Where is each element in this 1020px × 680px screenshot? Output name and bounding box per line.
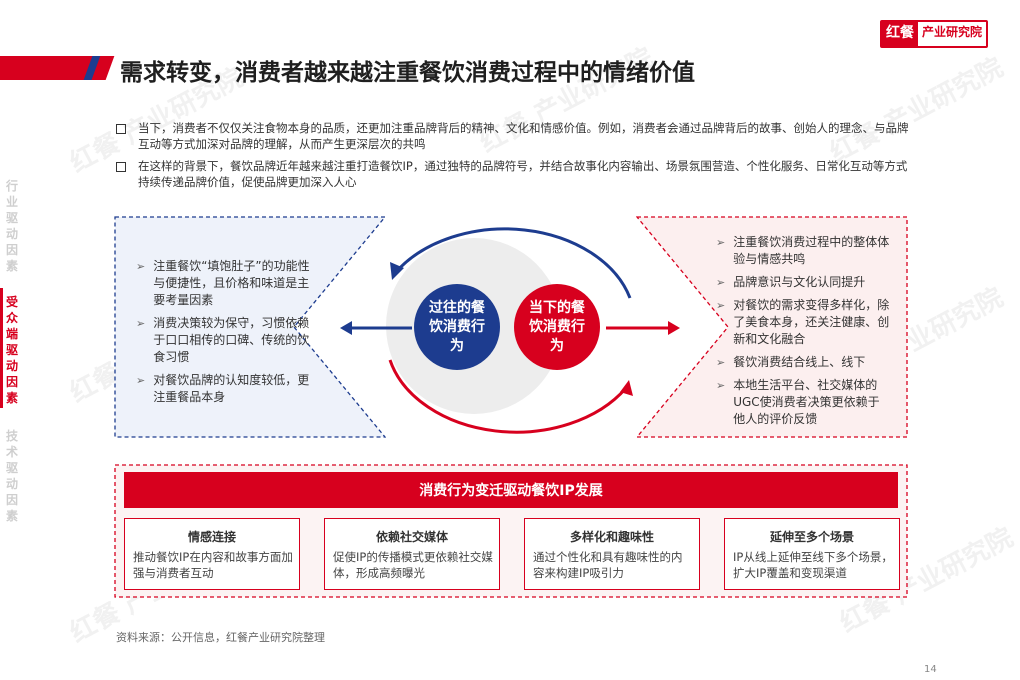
driver-card: 延伸至多个场景 IP从线上延伸至线下多个场景，扩大IP覆盖和变现渠道 [724,518,900,590]
card-title: 情感连接 [187,530,236,544]
chevron-right-icon: ➢ [716,356,726,369]
bullet-text: 在这样的背景下，餐饮品牌近年越来越注重打造餐饮IP，通过独特的品牌符号，并结合故… [138,159,908,189]
arrow-head-icon [390,262,404,280]
card-description: 推动餐饮IP在内容和故事方面加强与消费者互动 [133,550,293,580]
list-item: ➢ 注重餐饮“填饱肚子”的功能性与便捷性，且价格和味道是主要考量因素 [136,258,316,309]
square-bullet-icon [116,124,126,134]
page-title: 需求转变，消费者越来越注重餐饮消费过程中的情绪价值 [120,60,695,86]
side-nav-consumer[interactable]: 受众端驱动因素 [0,294,24,406]
ip-development-banner: 消费行为变迁驱动餐饮IP发展 [124,472,898,508]
list-item: ➢ 餐饮消费结合线上、线下 [716,354,891,371]
brand-logo: 红餐 产业研究院 [880,20,989,48]
list-item-text: 对餐饮的需求变得多样化，除了美食本身，还关注健康、创新和文化融合 [733,298,890,346]
past-behavior-circle: 过往的餐饮消费行为 [414,284,500,370]
arrow-head-icon [620,380,633,396]
logo-text: 产业研究院 [922,25,983,39]
bullet-item: 当下，消费者不仅仅关注食物本身的品质，还更加注重品牌背后的精神、文化和情感价值。… [116,120,916,152]
side-nav-label: 行业驱动因素 [6,179,19,273]
cycle-arrows [340,227,680,434]
chevron-right-icon: ➢ [136,374,146,387]
current-behavior-list: ➢ 注重餐饮消费过程中的整体体验与情感共鸣 ➢ 品牌意识与文化认同提升 ➢ 对餐饮的需… [716,234,891,434]
card-description: 通过个性化和具有趣味性的内容来构建IP吸引力 [533,550,683,580]
chevron-right-icon: ➢ [136,317,146,330]
list-item: ➢ 品牌意识与文化认同提升 [716,274,891,291]
bullet-text: 当下，消费者不仅仅关注食物本身的品质，还更加注重品牌背后的精神、文化和情感价值。… [138,121,909,151]
chevron-right-icon: ➢ [716,236,726,249]
list-item-text: 对餐饮品牌的认知度较低，更注重餐品本身 [153,373,310,404]
driver-card: 多样化和趣味性 通过个性化和具有趣味性的内容来构建IP吸引力 [524,518,700,590]
logo-mark: 红餐 [882,22,918,46]
bullet-item: 在这样的背景下，餐饮品牌近年越来越注重打造餐饮IP，通过独特的品牌符号，并结合故… [116,158,916,190]
list-item: ➢ 注重餐饮消费过程中的整体体验与情感共鸣 [716,234,891,268]
list-item-text: 消费决策较为保守，习惯依赖于口口相传的口碑、传统的饮食习惯 [153,316,310,364]
chevron-right-icon: ➢ [716,276,726,289]
chevron-right-icon: ➢ [716,299,726,312]
current-behavior-label: 当下的餐饮消费行为 [529,299,585,354]
chevron-right-icon: ➢ [716,379,726,392]
banner-title: 消费行为变迁驱动餐饮IP发展 [419,483,603,499]
side-nav-technology[interactable]: 技术驱动因素 [0,428,24,524]
list-item: ➢ 对餐饮的需求变得多样化，除了美食本身，还关注健康、创新和文化融合 [716,297,891,348]
current-behavior-panel [636,216,908,438]
past-behavior-list: ➢ 注重餐饮“填饱肚子”的功能性与便捷性，且价格和味道是主要考量因素 ➢ 消费决策较… [136,258,316,412]
side-nav-active-indicator [0,288,3,408]
list-item: ➢ 本地生活平台、社交媒体的UGC使消费者决策更依赖于他人的评价反馈 [716,377,891,428]
square-bullet-icon [116,162,126,172]
list-item-text: 注重餐饮消费过程中的整体体验与情感共鸣 [733,235,890,266]
source-note: 资料来源：公开信息，红餐产业研究院整理 [116,631,325,644]
list-item-text: 本地生活平台、社交媒体的UGC使消费者决策更依赖于他人的评价反馈 [733,378,880,426]
side-nav-label: 受众端驱动因素 [6,295,19,405]
page-number: 14 [924,664,937,675]
card-title: 多样化和趣味性 [569,530,654,544]
past-behavior-label: 过往的餐饮消费行为 [429,299,485,354]
side-nav-industry[interactable]: 行业驱动因素 [0,178,24,274]
intro-bullets: 当下，消费者不仅仅关注食物本身的品质，还更加注重品牌背后的精神、文化和情感价值。… [116,120,916,196]
list-item-text: 餐饮消费结合线上、线下 [733,355,866,369]
driver-card: 依赖社交媒体 促使IP的传播模式更依赖社交媒体，形成高频曝光 [324,518,500,590]
past-behavior-panel [114,216,386,438]
driver-card: 情感连接 推动餐饮IP在内容和故事方面加强与消费者互动 [124,518,300,590]
side-nav-label: 技术驱动因素 [6,429,19,523]
chevron-right-icon: ➢ [136,260,146,273]
list-item-text: 品牌意识与文化认同提升 [733,275,866,289]
list-item: ➢ 消费决策较为保守，习惯依赖于口口相传的口碑、传统的饮食习惯 [136,315,316,366]
list-item: ➢ 对餐饮品牌的认知度较低，更注重餐品本身 [136,372,316,406]
card-description: IP从线上延伸至线下多个场景，扩大IP覆盖和变现渠道 [733,550,893,580]
card-description: 促使IP的传播模式更依赖社交媒体，形成高频曝光 [333,550,493,580]
card-title: 延伸至多个场景 [769,530,854,544]
card-title: 依赖社交媒体 [375,530,448,544]
list-item-text: 注重餐饮“填饱肚子”的功能性与便捷性，且价格和味道是主要考量因素 [153,259,310,307]
current-behavior-circle: 当下的餐饮消费行为 [514,284,600,370]
